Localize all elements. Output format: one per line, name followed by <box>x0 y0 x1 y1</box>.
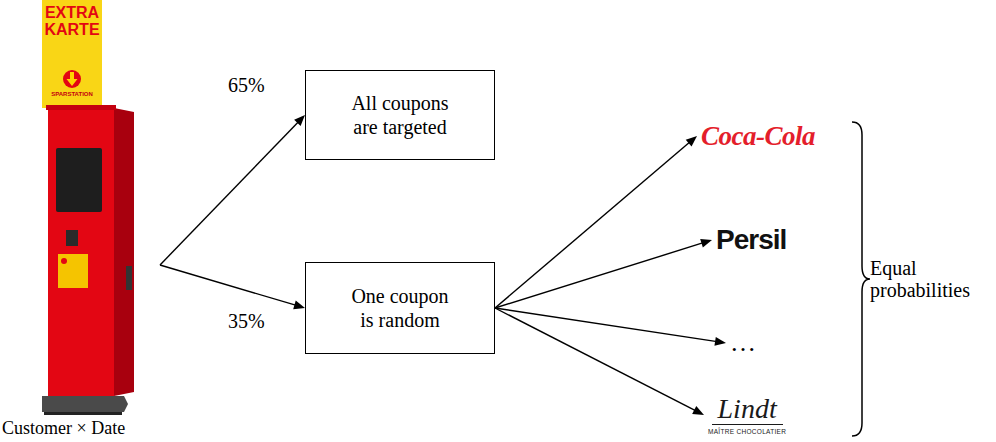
connector-arrow <box>495 308 726 346</box>
connector-line <box>160 121 299 265</box>
card-reader <box>66 230 78 246</box>
brand-logo: Coca-Cola <box>697 118 819 154</box>
kiosk-base <box>42 396 128 412</box>
kiosk-brand: EXTRA KARTE <box>42 4 102 38</box>
logo-text: Lindt <box>712 394 783 425</box>
brand-logo: LindtMAÎTRE CHOCOLATIER <box>704 392 790 438</box>
connector-arrow <box>160 115 305 265</box>
connector-arrow <box>160 265 305 309</box>
kiosk-screen <box>56 148 102 212</box>
kiosk-illustration <box>0 0 160 442</box>
connector-line <box>495 142 690 308</box>
coupon-slot <box>126 266 132 290</box>
edge-label: 35% <box>226 310 267 332</box>
kiosk-foot <box>44 412 122 415</box>
kiosk-cap <box>46 105 116 110</box>
arrow-circle <box>63 70 81 88</box>
edge-label: 65% <box>226 74 267 96</box>
curly-brace <box>852 122 870 436</box>
kiosk-caption: Customer × Date <box>2 417 125 439</box>
arrow-head <box>692 406 704 415</box>
brand-logo: Persil <box>712 222 790 258</box>
arrow-head <box>294 115 305 126</box>
connector-arrow <box>495 239 712 308</box>
down-arrow <box>67 72 78 86</box>
connector-arrow <box>495 136 697 308</box>
arrow-head <box>686 136 697 147</box>
sticker-dot <box>61 258 67 264</box>
logo-text: Persil <box>716 224 786 256</box>
connector-line <box>495 308 696 411</box>
ellipsis-item: … <box>726 326 760 360</box>
box-text: One coupon is random <box>344 284 456 332</box>
arrow-head <box>714 337 726 346</box>
logo-row: Lindt <box>708 394 786 425</box>
logo-text: Coca-Cola <box>701 120 815 152</box>
ellipsis-text: … <box>730 328 756 358</box>
kiosk-subtitle: SPARSTATION <box>42 91 102 98</box>
kiosk-sign <box>42 0 102 108</box>
arrow-head <box>700 239 712 248</box>
kiosk-body <box>48 108 114 396</box>
brace-label: Equal probabilities <box>870 257 992 301</box>
process-box: All coupons are targeted <box>305 70 495 160</box>
connector-line <box>160 265 296 305</box>
connector-arrow <box>495 308 704 415</box>
arrow-head <box>293 301 305 310</box>
box-text: All coupons are targeted <box>344 91 456 139</box>
kiosk-node: EXTRA KARTE SPARSTATION Customer × Date <box>0 0 160 442</box>
kiosk-sticker <box>58 254 88 288</box>
process-box: One coupon is random <box>305 262 495 354</box>
connector-line <box>495 243 703 308</box>
kiosk-side <box>114 108 134 396</box>
logo-subtitle: MAÎTRE CHOCOLATIER <box>708 427 786 436</box>
